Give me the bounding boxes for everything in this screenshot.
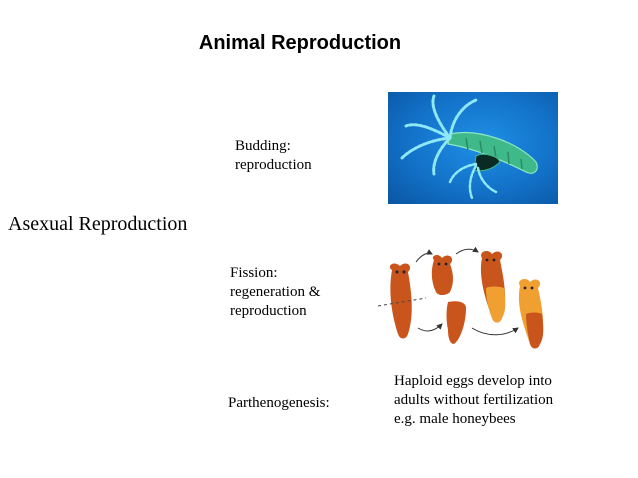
description-line-1: Haploid eggs develop into (394, 373, 552, 389)
fission-desc-1: regeneration & (230, 283, 321, 300)
hydra-budding-image (388, 92, 558, 204)
description-line-2: adults without fertilization (394, 391, 554, 408)
budding-title: Budding: (235, 138, 291, 154)
budding-desc: reproduction (235, 156, 312, 173)
planarian-fission-image (378, 244, 560, 354)
slide-title: Animal Reproduction (198, 32, 402, 54)
fission-title: Fission: (230, 265, 278, 281)
fission-desc-2: reproduction (230, 302, 307, 319)
category-label: Asexual Reproduction (8, 213, 188, 235)
budding-label: Budding: reproduction (235, 137, 312, 175)
hydra-icon (400, 94, 538, 200)
planarian-icon (378, 246, 544, 349)
fission-label: Fission: regeneration & reproduction (230, 264, 320, 320)
parthenogenesis-label: Parthenogenesis: (228, 395, 330, 411)
parthenogenesis-description: Haploid eggs develop into adults without… (394, 372, 553, 428)
description-line-3: e.g. male honeybees (394, 410, 516, 427)
